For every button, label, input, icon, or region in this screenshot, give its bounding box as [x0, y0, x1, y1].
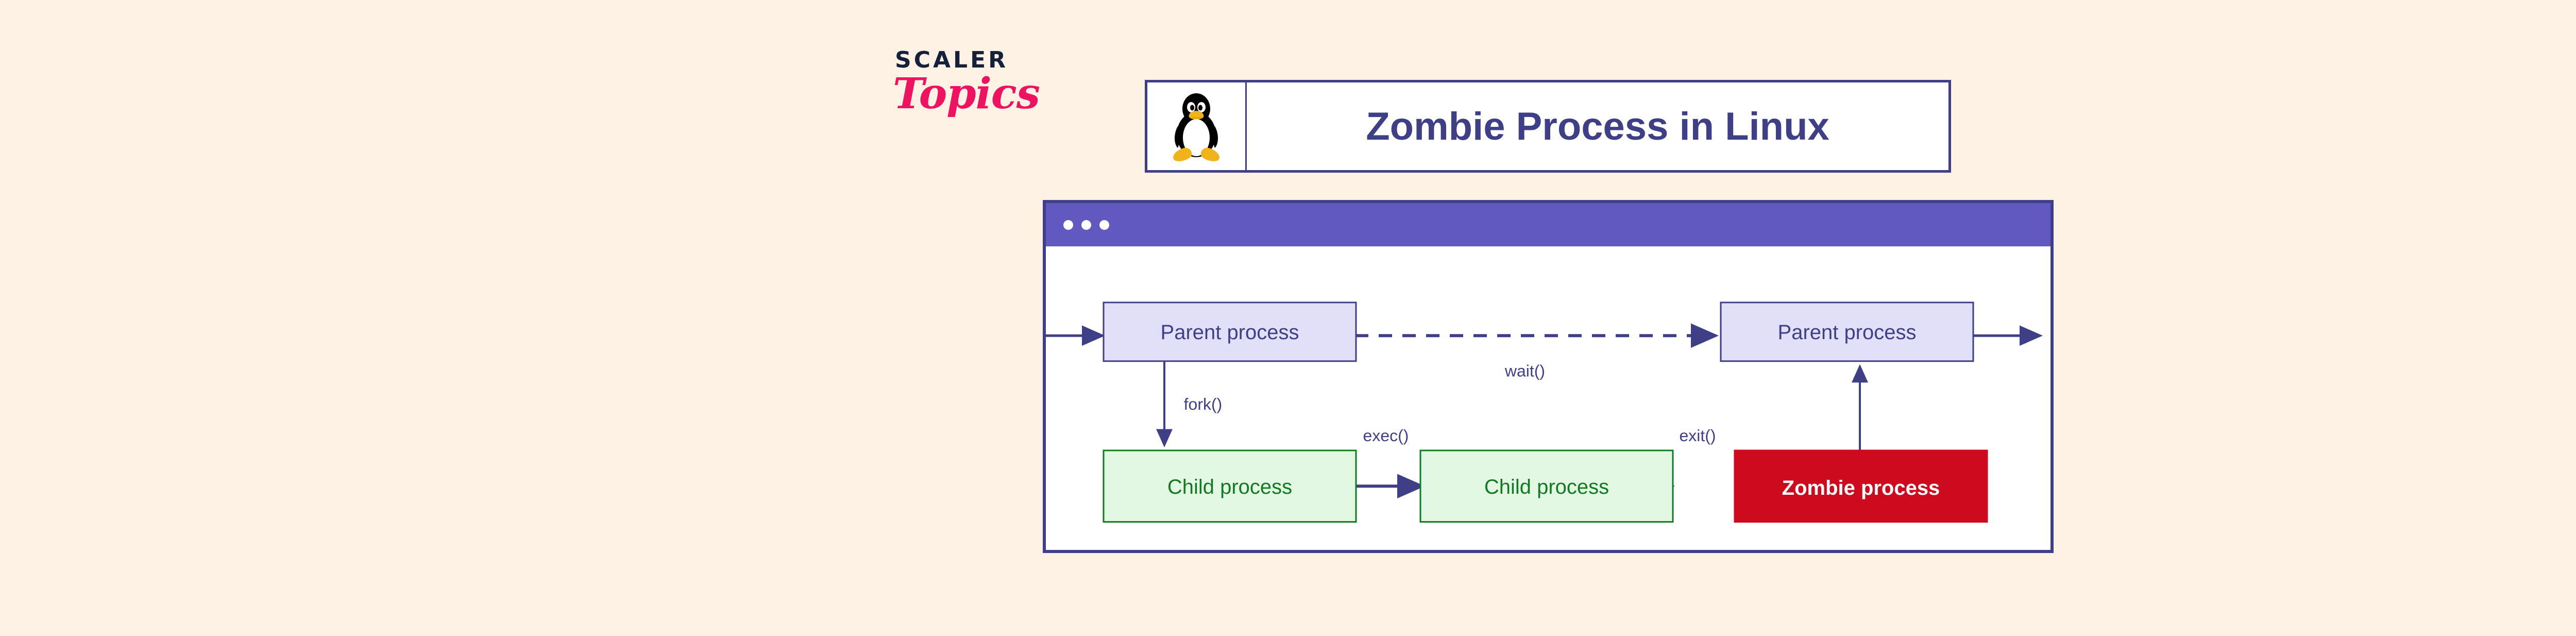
edge-label-wait: wait() — [1504, 362, 1545, 380]
window-dot-2[interactable] — [1081, 220, 1091, 230]
linux-tux-icon — [1166, 90, 1226, 162]
banner-title-cell: Zombie Process in Linux — [1247, 82, 1948, 170]
node-child-process-1[interactable]: Child process — [1103, 449, 1357, 523]
edge-label-exit: exit() — [1679, 426, 1716, 445]
node-child-2-label: Child process — [1484, 476, 1609, 498]
node-parent-2-label: Parent process — [1778, 321, 1917, 344]
node-parent-1-label: Parent process — [1161, 321, 1299, 344]
page-title: Zombie Process in Linux — [1366, 104, 1829, 148]
node-parent-1-box — [1103, 302, 1357, 362]
window-titlebar — [1046, 203, 2050, 246]
process-flow-diagram: Parent process Parent process Child proc… — [1046, 302, 2043, 523]
node-zombie-process[interactable]: Zombie process — [1734, 449, 1988, 523]
window-dot-1[interactable] — [1063, 220, 1073, 230]
node-child-process-2[interactable]: Child process — [1419, 449, 1674, 523]
title-banner: Zombie Process in Linux — [1145, 80, 1951, 173]
diagram-window: Parent process Parent process Child proc… — [1043, 200, 2054, 553]
edge-label-exec: exec() — [1363, 426, 1409, 445]
node-parent-process-1[interactable]: Parent process — [1103, 302, 1357, 362]
node-child-1-label: Child process — [1167, 476, 1292, 498]
node-child-1-box — [1103, 449, 1357, 523]
brand-wordmark-scaler: SCALER — [895, 47, 1009, 73]
window-body: Parent process Parent process Child proc… — [1046, 246, 2050, 550]
edge-label-fork: fork() — [1184, 395, 1223, 413]
node-child-2-box — [1419, 449, 1674, 523]
node-zombie-label: Zombie process — [1782, 477, 1940, 499]
brand-wordmark-topics: Topics — [893, 69, 1040, 119]
node-zombie-box — [1734, 449, 1988, 523]
node-parent-process-2[interactable]: Parent process — [1720, 302, 1974, 362]
scaler-topics-logo: SCALER Topics — [893, 47, 1049, 147]
banner-logo-cell — [1147, 82, 1247, 170]
window-dot-3[interactable] — [1099, 220, 1109, 230]
node-parent-2-box — [1720, 302, 1974, 362]
